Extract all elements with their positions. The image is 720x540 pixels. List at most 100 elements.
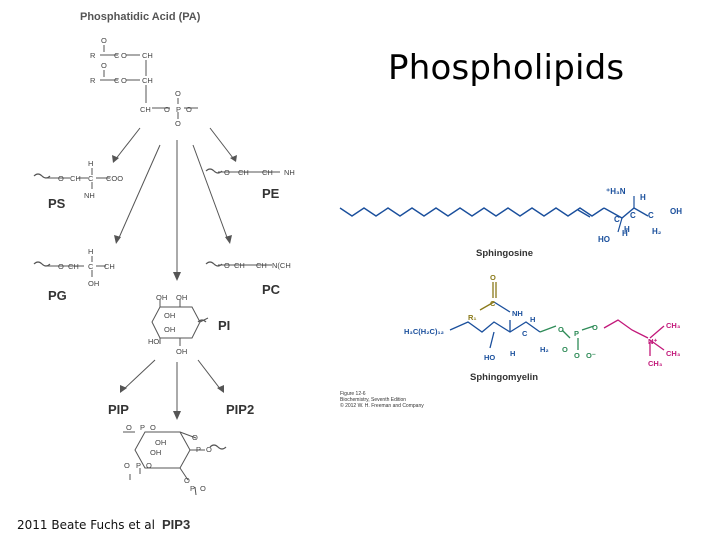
- svg-text:C: C: [648, 211, 654, 220]
- svg-text:NH: NH: [512, 309, 523, 318]
- figure-book: Biochemistry, Seventh Edition: [340, 397, 406, 403]
- svg-text:CH₃: CH₃: [648, 359, 663, 368]
- svg-text:O: O: [101, 61, 107, 70]
- svg-text:H: H: [640, 193, 646, 202]
- svg-text:R₁: R₁: [468, 313, 477, 322]
- svg-text:CH₃: CH₃: [666, 321, 681, 330]
- svg-text:OH: OH: [88, 279, 99, 288]
- svg-text:H: H: [624, 225, 630, 234]
- svg-text:HO: HO: [148, 337, 159, 346]
- svg-text:O: O: [101, 36, 107, 45]
- svg-text:OH: OH: [164, 311, 175, 320]
- label-pip2: PIP2: [226, 402, 254, 417]
- svg-text:CH: CH: [142, 51, 153, 60]
- svg-text:NH: NH: [284, 168, 295, 177]
- svg-text:OH: OH: [176, 293, 187, 302]
- svg-text:O⁻: O⁻: [586, 351, 596, 360]
- svg-text:O: O: [206, 445, 212, 454]
- svg-text:H₂: H₂: [540, 345, 549, 354]
- svg-text:CH: CH: [68, 262, 79, 271]
- svg-text:OH: OH: [164, 325, 175, 334]
- svg-text:OH: OH: [156, 293, 167, 302]
- svg-text:O: O: [126, 423, 132, 432]
- figure-copyright: © 2012 W. H. Freeman and Company: [340, 402, 424, 409]
- label-pc: PC: [262, 282, 281, 297]
- svg-text:O: O: [175, 119, 181, 128]
- svg-text:P: P: [190, 484, 195, 493]
- svg-text:O: O: [164, 105, 170, 114]
- svg-text:R: R: [90, 51, 96, 60]
- svg-text:C: C: [614, 215, 620, 224]
- label-ps: PS: [48, 196, 66, 211]
- svg-text:O: O: [184, 476, 190, 485]
- svg-text:O: O: [175, 89, 181, 98]
- label-pe: PE: [262, 186, 280, 201]
- sphingomyelin-label: Sphingomyelin: [470, 372, 538, 383]
- figure-number: Figure 12-6: [340, 391, 366, 397]
- svg-text:CH: CH: [234, 261, 245, 270]
- svg-text:P: P: [136, 461, 141, 470]
- svg-text:CH: CH: [238, 168, 249, 177]
- svg-text:O: O: [200, 484, 206, 493]
- label-pi: PI: [218, 318, 230, 333]
- svg-text:P: P: [196, 445, 201, 454]
- svg-text:HO: HO: [598, 235, 610, 244]
- svg-text:CH: CH: [256, 261, 267, 270]
- svg-text:O: O: [224, 168, 230, 177]
- pa-heading: Phosphatidic Acid (PA): [80, 11, 201, 23]
- svg-text:O: O: [490, 273, 496, 282]
- svg-text:CH: CH: [70, 174, 81, 183]
- svg-text:C: C: [114, 51, 120, 60]
- svg-text:CH: CH: [140, 105, 151, 114]
- svg-text:O: O: [558, 325, 564, 334]
- svg-text:R: R: [90, 76, 96, 85]
- label-pg: PG: [48, 288, 67, 303]
- svg-text:NH: NH: [84, 191, 95, 200]
- svg-text:O: O: [121, 51, 127, 60]
- svg-text:CH: CH: [262, 168, 273, 177]
- slide-credit: 2011 Beate Fuchs et al: [17, 518, 155, 532]
- svg-text:O: O: [150, 423, 156, 432]
- svg-text:OH: OH: [155, 438, 166, 447]
- svg-text:N⁺: N⁺: [648, 337, 657, 346]
- svg-text:OH: OH: [176, 347, 187, 356]
- svg-text:H: H: [88, 159, 93, 168]
- svg-text:N(CH: N(CH: [272, 261, 291, 270]
- svg-text:C: C: [114, 76, 120, 85]
- svg-text:O: O: [186, 105, 192, 114]
- label-pip3: PIP3: [162, 517, 190, 532]
- svg-text:C: C: [490, 299, 496, 308]
- svg-text:C: C: [522, 329, 528, 338]
- svg-text:OH: OH: [670, 207, 682, 216]
- svg-text:C: C: [630, 211, 636, 220]
- svg-text:O: O: [146, 461, 152, 470]
- svg-text:OH: OH: [150, 448, 161, 457]
- svg-text:C: C: [88, 174, 94, 183]
- svg-text:CH: CH: [104, 262, 115, 271]
- svg-text:H₂: H₂: [652, 227, 662, 236]
- svg-text:CH₃: CH₃: [666, 349, 681, 358]
- svg-text:O: O: [592, 323, 598, 332]
- svg-text:COO: COO: [106, 174, 123, 183]
- svg-text:⁺H₃N: ⁺H₃N: [606, 187, 626, 196]
- svg-text:O: O: [58, 174, 64, 183]
- label-pip: PIP: [108, 402, 129, 417]
- svg-text:O: O: [124, 461, 130, 470]
- svg-text:H₃C(H₂C)₁₂: H₃C(H₂C)₁₂: [404, 327, 444, 336]
- svg-text:O: O: [121, 76, 127, 85]
- sphingosine-tail: [339, 207, 605, 217]
- svg-text:HO: HO: [484, 353, 495, 362]
- svg-text:P: P: [574, 329, 579, 338]
- svg-text:H: H: [530, 315, 535, 324]
- svg-text:O: O: [562, 345, 568, 354]
- svg-text:H: H: [88, 247, 93, 256]
- slide-title: Phospholipids: [388, 48, 625, 88]
- svg-text:P: P: [176, 105, 181, 114]
- svg-text:CH: CH: [142, 76, 153, 85]
- sphingosine-label: Sphingosine: [476, 248, 533, 259]
- svg-text:O: O: [58, 262, 64, 271]
- svg-text:H: H: [510, 349, 515, 358]
